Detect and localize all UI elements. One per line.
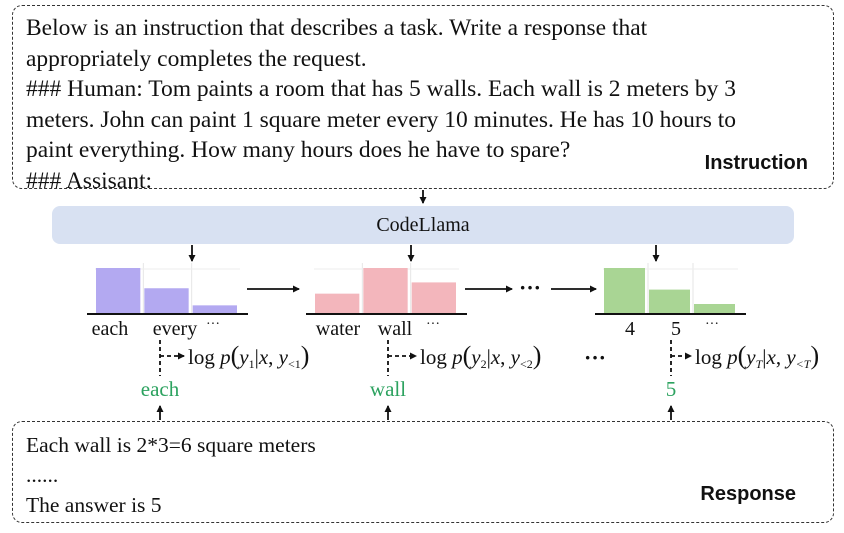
probability-bar: [694, 304, 735, 313]
instruction-line: ### Assisant:: [26, 167, 153, 194]
probability-bar: [363, 268, 408, 313]
probability-bar: [604, 268, 645, 313]
instruction-line: paint everything. How many hours does he…: [26, 137, 571, 163]
probability-bar: [649, 289, 690, 313]
probability-bar: [192, 305, 237, 313]
response-line: The answer is 5: [26, 493, 162, 517]
instruction-line: ### Human: Tom paints a room that has 5 …: [26, 76, 736, 102]
token-label: wall: [378, 318, 413, 340]
instruction-line: Below is an instruction that describes a…: [26, 15, 648, 41]
probability-bar: [411, 282, 456, 313]
token-label: water: [316, 318, 361, 340]
response-label: Response: [700, 483, 796, 505]
response-box: Each wall is 2*3=6 square meters ...... …: [12, 421, 834, 523]
token-label: 5: [671, 318, 681, 340]
token-ellipsis: ···: [206, 317, 220, 332]
token-ellipsis: ···: [426, 317, 440, 332]
log-prob-formula: log p(y1|x, y<1): [188, 341, 309, 371]
model-name: CodeLlama: [376, 214, 470, 236]
probability-bar: [315, 293, 360, 313]
instruction-box: Below is an instruction that describes a…: [12, 5, 834, 194]
instruction-text: Below is an instruction that describes a…: [26, 13, 826, 196]
steps-layer: each every ··· log p(y1|x, y<1) each water wal…: [87, 263, 819, 401]
instruction-label: Instruction: [704, 152, 808, 174]
token-ellipsis: ···: [705, 317, 719, 332]
response-text: Each wall is 2*3=6 square meters ...... …: [26, 430, 316, 520]
formula-ellipsis: ···: [584, 345, 606, 370]
instruction-line: appropriately completes the request.: [26, 45, 367, 72]
probability-bar: [96, 268, 141, 313]
selected-token: wall: [370, 377, 406, 401]
token-label: 4: [625, 318, 635, 340]
model-block: CodeLlama: [52, 206, 794, 244]
log-prob-formula: log p(yT|x, y<T): [695, 341, 819, 371]
step-ellipsis: ···: [519, 275, 541, 300]
probability-bar: [144, 288, 189, 313]
instruction-line: meters. John can paint 1 square meter ev…: [26, 106, 737, 133]
token-label: every: [153, 318, 197, 340]
log-prob-formula: log p(y2|x, y<2): [420, 341, 541, 371]
selected-token: each: [141, 377, 180, 401]
token-label: each: [92, 318, 129, 340]
response-line: ......: [26, 463, 59, 487]
selected-token: 5: [666, 377, 677, 401]
response-line: Each wall is 2*3=6 square meters: [26, 433, 316, 457]
